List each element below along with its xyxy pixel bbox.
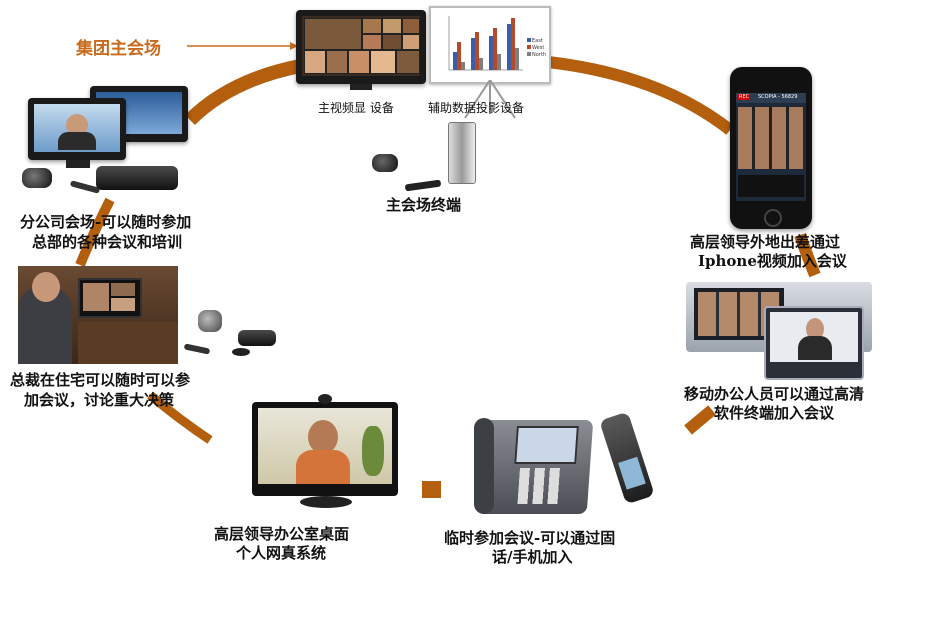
exec-desk-caption-line1: 高层领导办公室桌面	[214, 525, 350, 543]
main-display-caption: 主视频显 设备	[318, 101, 394, 115]
phone-app-title: SCOPIA - 56829	[758, 94, 798, 100]
aux-projection-screen: East West North	[429, 6, 551, 84]
ring-segment-bottom	[422, 481, 441, 498]
desk-telepresence-screen	[252, 402, 398, 496]
iphone-caption-line2: Iphone视频加入会议	[698, 252, 847, 270]
display-stand	[350, 84, 372, 90]
ring-arc-top-right	[547, 56, 734, 135]
ceo-home-photo	[18, 266, 178, 364]
ring-arc-top-left	[185, 59, 302, 126]
aux-display-caption: 辅助数据投影设备	[428, 101, 525, 115]
branch-camera-icon	[22, 168, 52, 188]
laptop-front	[764, 306, 864, 380]
ip-desk-phone	[476, 420, 594, 514]
codec-unit	[448, 122, 476, 184]
branch-caption-line1: 分公司会场-可以随时参加	[20, 213, 192, 231]
ring-arc-left	[75, 197, 115, 267]
hq-title: 集团主会场	[76, 39, 161, 59]
desk-telepresence-camera	[318, 394, 332, 404]
main-terminal-caption: 主会场终端	[386, 196, 462, 214]
phone-handset	[474, 418, 494, 514]
legend-north: North	[532, 52, 546, 58]
branch-codec	[96, 166, 178, 190]
mobile-caption-line2: 软件终端加入会议	[714, 404, 835, 422]
legend-east: East	[532, 38, 543, 44]
ceo-caption-line2: 加会议，讨论重大决策	[24, 391, 175, 409]
temp-caption-line1: 临时参加会议-可以通过固	[444, 529, 616, 547]
ceo-mic	[232, 348, 250, 356]
branch-caption-line2: 总部的各种会议和培训	[32, 233, 183, 251]
main-video-display	[296, 10, 426, 84]
ceo-caption-line1: 总裁在住宅可以随时可以参	[10, 371, 191, 389]
branch-monitor-front	[28, 98, 126, 160]
ceo-codec	[238, 330, 276, 346]
chart-bars	[453, 18, 519, 70]
desk-telepresence-stand	[300, 496, 352, 508]
ring-arc-left-lower	[147, 391, 213, 444]
branch-monitor-stand	[66, 160, 90, 168]
ring-arc-right	[794, 233, 821, 278]
temp-caption-line2: 话/手机加入	[492, 548, 573, 566]
camera-icon	[372, 154, 398, 172]
iphone-device: REC SCOPIA - 56829	[730, 67, 812, 229]
exec-desk-caption-line2: 个人网真系统	[236, 544, 327, 562]
title-arrow-head	[290, 42, 298, 50]
ceo-camera-icon	[198, 310, 222, 332]
projection-bar-chart: East West North	[448, 16, 546, 71]
legend-west: West	[532, 45, 544, 51]
mobile-caption-line1: 移动办公人员可以通过高清	[684, 385, 865, 403]
iphone-caption-line1: 高层领导外地出差通过	[690, 233, 841, 251]
tripod-icon	[464, 80, 516, 119]
ring-arc-right-lower	[684, 405, 716, 435]
phone-rec-badge: REC	[738, 94, 751, 100]
